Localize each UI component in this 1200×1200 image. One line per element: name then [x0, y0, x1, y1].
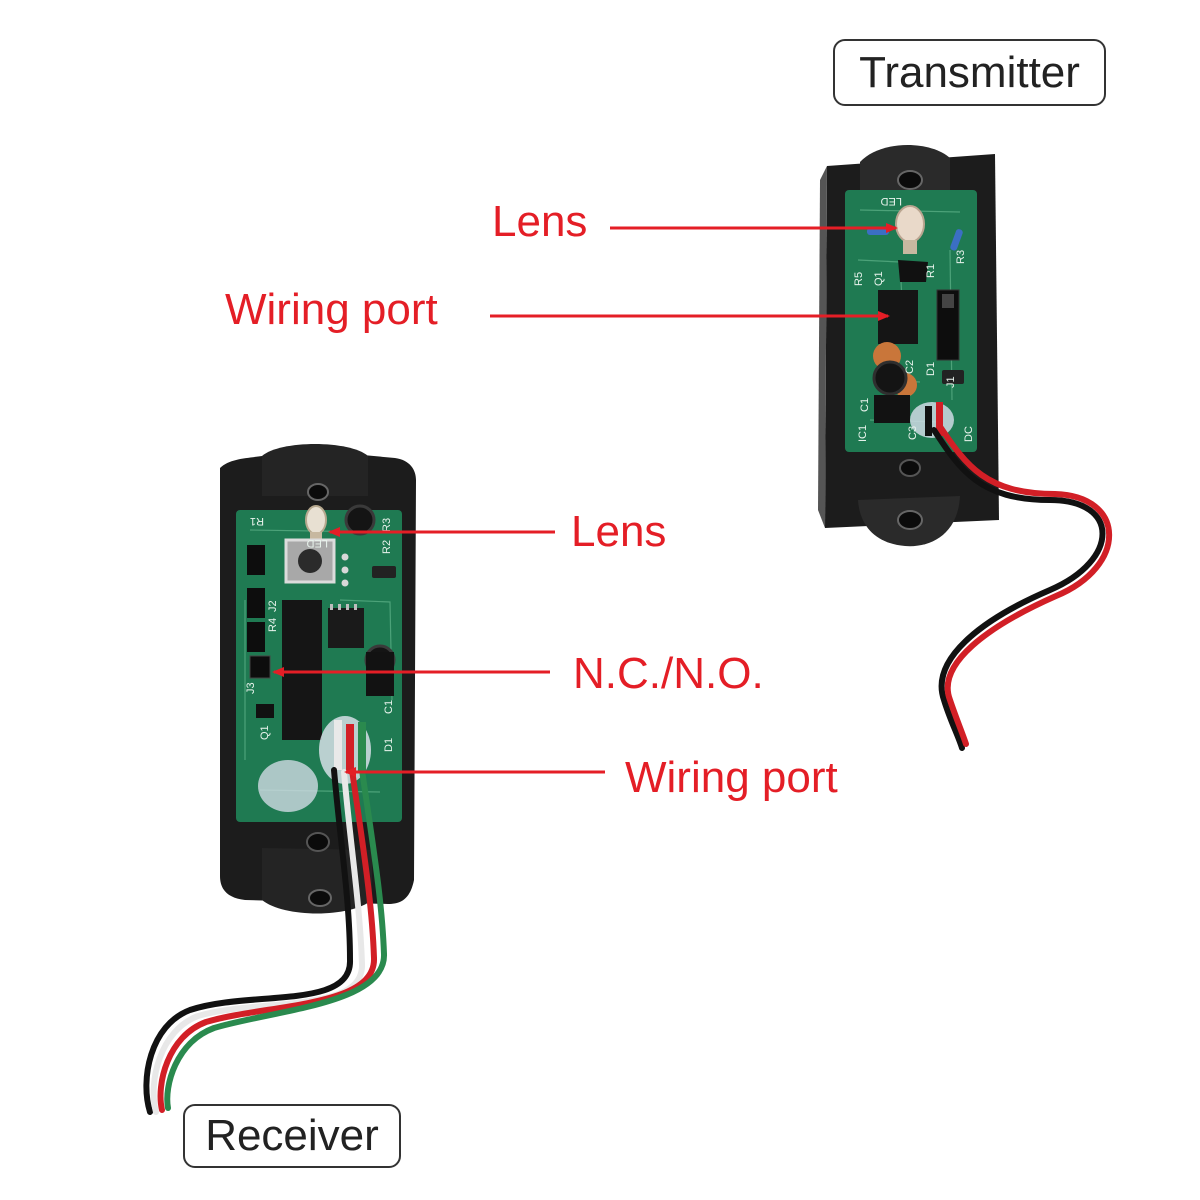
receiver-lens-callout: Lens — [571, 507, 667, 556]
receiver-top-mount — [262, 444, 368, 496]
receiver-pcb-marking-led: LED — [307, 537, 328, 549]
receiver-wiring-port-callout: Wiring port — [625, 753, 838, 802]
transmitter-pcb-marking-r1: R1 — [925, 264, 937, 278]
transmitter-pcb-marking-ic1: IC1 — [857, 425, 869, 442]
receiver-bottom-screw-hole — [308, 889, 332, 907]
transmitter-pcb-marking-r3: R3 — [955, 250, 967, 264]
receiver-ic-chip — [282, 600, 322, 740]
transmitter-pcb-marking-c1: C1 — [859, 398, 871, 412]
transmitter-cable — [931, 425, 1112, 751]
receiver-pcb-marking-q1: Q1 — [259, 725, 271, 740]
transmitter-top-screw-hole — [897, 170, 923, 190]
receiver-pcb-marking-r3: R3 — [381, 518, 393, 532]
callout-lines — [272, 223, 898, 777]
transmitter-pcb-marking-r5: R5 — [853, 272, 865, 286]
transmitter-unit: LED R5 Q1 R1 R3 C1 C2 IC1 C3 J1 D1 DC — [818, 144, 1112, 751]
receiver-pcb-marking-j2: J2 — [267, 600, 279, 612]
transmitter-pcb-marking-d1: D1 — [925, 362, 937, 376]
transmitter-pcb-marking-led: LED — [881, 195, 902, 207]
receiver-top-screw-hole — [307, 483, 329, 501]
receiver-pcb-marking-r4: R4 — [267, 618, 279, 632]
receiver-jumper-headers — [247, 545, 271, 679]
transmitter-pcb-marking-j1: J1 — [945, 376, 957, 388]
receiver-wiring-port — [258, 716, 371, 812]
receiver-lens — [305, 505, 327, 542]
receiver-pcb-marking-c1: C1 — [383, 700, 395, 714]
receiver-cable — [143, 767, 388, 1115]
receiver-pcb-marking-r1: R1 — [250, 515, 264, 527]
receiver-label: Receiver — [183, 1104, 401, 1168]
receiver-pcb-marking-r2: R2 — [381, 540, 393, 554]
transmitter-lens-callout: Lens — [492, 197, 588, 246]
receiver-nc-no-jumper — [249, 655, 271, 679]
transmitter-pcb-marking-c2: C2 — [904, 360, 916, 374]
receiver-unit: R1 LED R2 R3 R4 J2 J3 Q1 C1 D1 — [143, 444, 416, 1115]
transmitter-bottom-screw-hole — [897, 510, 923, 530]
transmitter-pcb-marking-dc: DC — [963, 426, 975, 442]
receiver-pcb-marking-j3: J3 — [245, 682, 257, 694]
transmitter-wiring-port-callout: Wiring port — [225, 285, 438, 334]
transmitter-top-mount — [860, 144, 950, 192]
receiver-nc-no-callout: N.C./N.O. — [573, 649, 764, 698]
receiver-pcb-marking-d1: D1 — [383, 738, 395, 752]
transmitter-pcb-marking-q1: Q1 — [873, 271, 885, 286]
transmitter-label: Transmitter — [833, 39, 1106, 106]
transmitter-pcb-marking-c3: C3 — [907, 426, 919, 440]
